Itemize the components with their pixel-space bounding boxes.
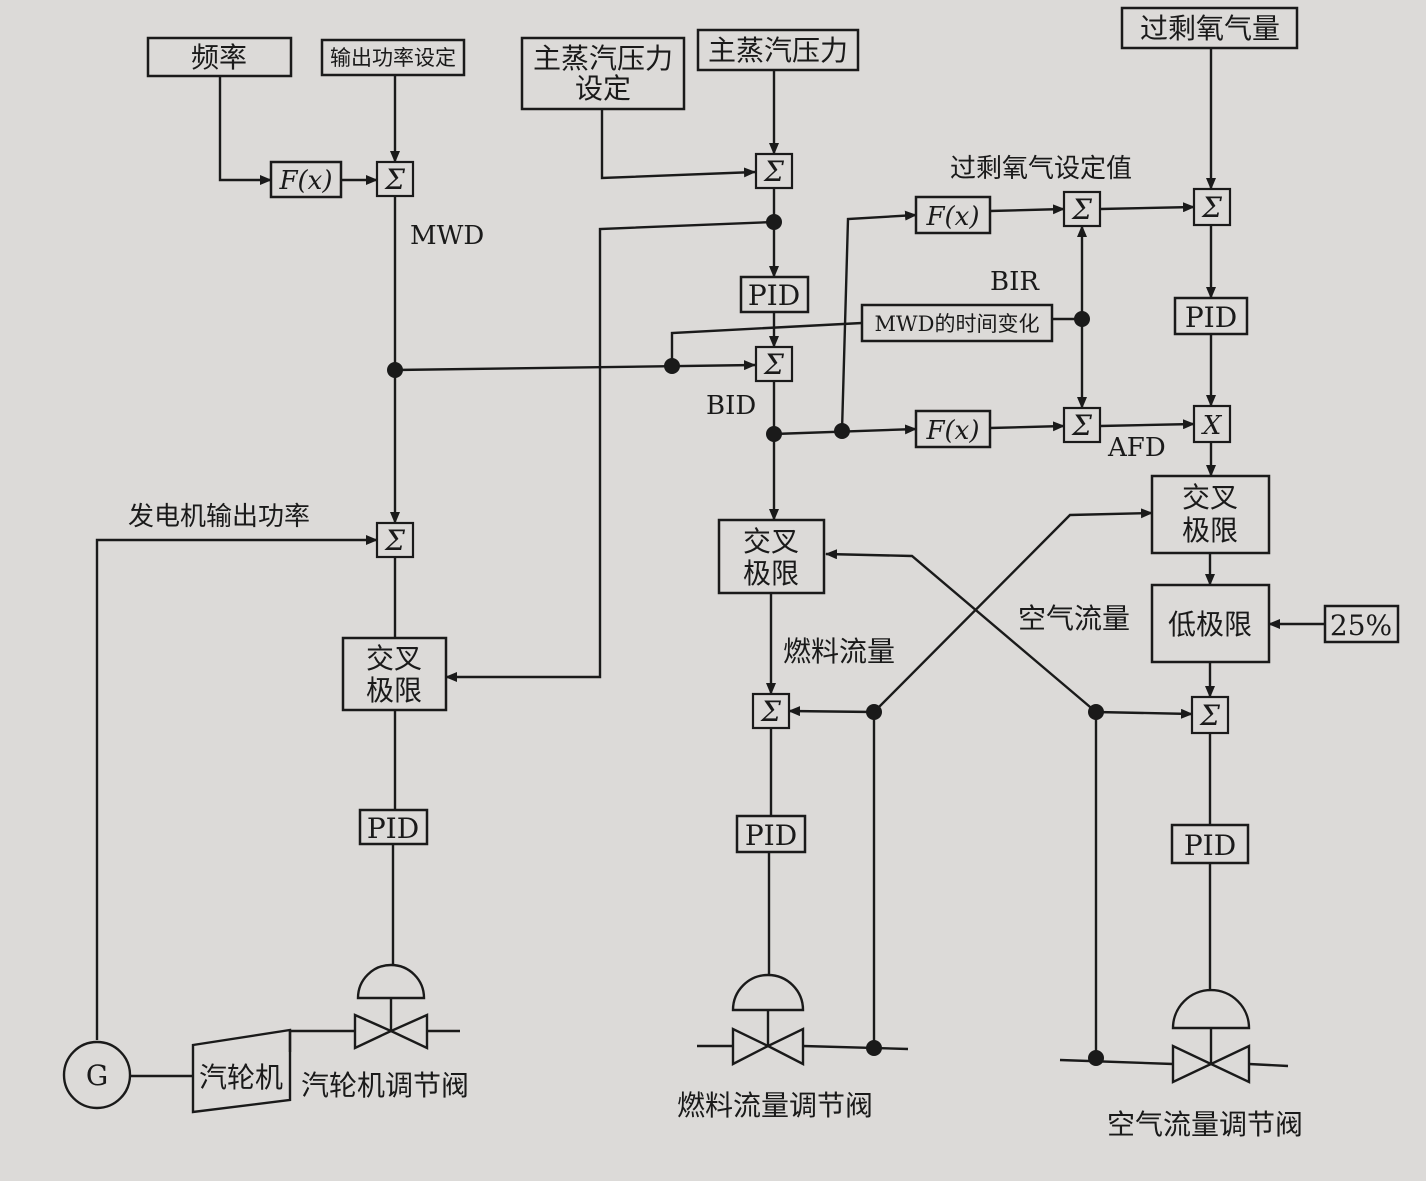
steam-pressure-setpoint-box: 主蒸汽压力 设定 [520, 36, 686, 111]
sum-block-power: Σ [375, 160, 415, 198]
svg-text:PID: PID [1185, 301, 1237, 334]
multiply-block: X [1192, 404, 1232, 444]
svg-text:Σ: Σ [1199, 699, 1220, 732]
steam-pressure-label: 主蒸汽压力 [708, 34, 848, 67]
svg-text:PID: PID [367, 812, 419, 845]
excess-oxygen-setpoint-label: 过剩氧气设定值 [950, 154, 1132, 184]
svg-text:Σ: Σ [384, 163, 405, 196]
air-valve-label: 空气流量调节阀 [1107, 1108, 1303, 1141]
power-setpoint-label: 输出功率设定 [330, 46, 456, 70]
generator-output-label: 发电机输出功率 [128, 502, 310, 532]
svg-text:Σ: Σ [763, 155, 784, 188]
svg-text:Σ: Σ [384, 524, 405, 557]
steam-pressure-setpoint-label-1: 主蒸汽压力 [533, 42, 673, 75]
svg-text:极限: 极限 [366, 674, 422, 707]
mwd-rate-box: MWD的时间变化 [860, 303, 1054, 343]
bid-label: BID [706, 391, 756, 421]
power-setpoint-box: 输出功率设定 [320, 38, 466, 77]
sum-block-pressure: Σ [754, 152, 794, 190]
cross-limit-turbine: 交叉 极限 [341, 636, 448, 712]
svg-text:低极限: 低极限 [1168, 608, 1252, 641]
turbine-symbol: 汽轮机 [191, 1028, 292, 1114]
frequency-box: 频率 [146, 36, 293, 78]
svg-text:MWD的时间变化: MWD的时间变化 [875, 312, 1040, 336]
svg-text:极限: 极限 [1182, 514, 1238, 547]
fuel-flow-label: 燃料流量 [783, 635, 895, 668]
frequency-label: 频率 [191, 41, 247, 74]
svg-text:F(x): F(x) [279, 166, 333, 196]
svg-text:PID: PID [745, 819, 797, 852]
pid-block-oxygen: PID [1173, 296, 1249, 336]
afd-label: AFD [1107, 433, 1166, 463]
sum-block-oxygen: Σ [1192, 187, 1232, 227]
svg-text:X: X [1201, 411, 1223, 441]
fx-block-afd: F(x) [914, 409, 992, 449]
svg-text:Σ: Σ [760, 695, 781, 728]
svg-text:交叉: 交叉 [743, 525, 799, 558]
fx-block-frequency: F(x) [269, 160, 343, 199]
fuel-valve-label: 燃料流量调节阀 [677, 1089, 873, 1122]
svg-text:交叉: 交叉 [366, 642, 422, 675]
svg-text:Σ: Σ [1071, 193, 1092, 226]
cross-limit-air: 交叉 极限 [1150, 474, 1271, 555]
svg-text:F(x): F(x) [926, 202, 980, 232]
sum-block-afd: Σ [1062, 406, 1102, 444]
generator-symbol: G [62, 1040, 132, 1110]
sum-block-fuel: Σ [751, 692, 791, 730]
air-valve [1059, 988, 1289, 1084]
pid-block-pressure: PID [739, 275, 810, 314]
svg-text:PID: PID [748, 279, 800, 312]
fx-block-oxygen: F(x) [914, 195, 992, 235]
svg-text:F(x): F(x) [926, 416, 980, 446]
svg-text:25%: 25% [1330, 609, 1392, 642]
steam-pressure-box: 主蒸汽压力 [696, 28, 860, 72]
svg-text:Σ: Σ [763, 348, 784, 381]
svg-text:交叉: 交叉 [1182, 481, 1238, 514]
svg-text:PID: PID [1184, 829, 1236, 862]
cross-limit-fuel: 交叉 极限 [717, 518, 826, 595]
turbine-valve-label: 汽轮机调节阀 [301, 1069, 469, 1102]
sum-block-air: Σ [1190, 695, 1230, 735]
pid-block-turbine: PID [358, 808, 429, 846]
pid-block-air: PID [1170, 823, 1250, 865]
svg-text:Σ: Σ [1071, 409, 1092, 442]
excess-oxygen-box: 过剩氧气量 [1120, 6, 1299, 50]
svg-text:G: G [86, 1059, 108, 1092]
excess-oxygen-label: 过剩氧气量 [1140, 12, 1280, 45]
steam-pressure-setpoint-label-2: 设定 [575, 72, 631, 105]
fuel-valve [697, 973, 909, 1066]
sum-block-generator: Σ [375, 521, 415, 559]
turbine-valve [353, 963, 460, 1050]
sum-block-oxygen-setpoint: Σ [1062, 190, 1102, 228]
sum-block-bid: Σ [754, 345, 794, 383]
low-limit-value-box: 25% [1323, 604, 1400, 644]
bir-label: BIR [990, 267, 1040, 297]
svg-text:Σ: Σ [1201, 191, 1222, 224]
air-flow-label: 空气流量 [1018, 602, 1130, 635]
svg-text:极限: 极限 [743, 557, 799, 590]
pid-block-fuel: PID [735, 814, 807, 854]
mwd-label: MWD [410, 221, 484, 251]
low-limit-block: 低极限 [1150, 583, 1271, 664]
svg-text:汽轮机: 汽轮机 [199, 1061, 283, 1094]
